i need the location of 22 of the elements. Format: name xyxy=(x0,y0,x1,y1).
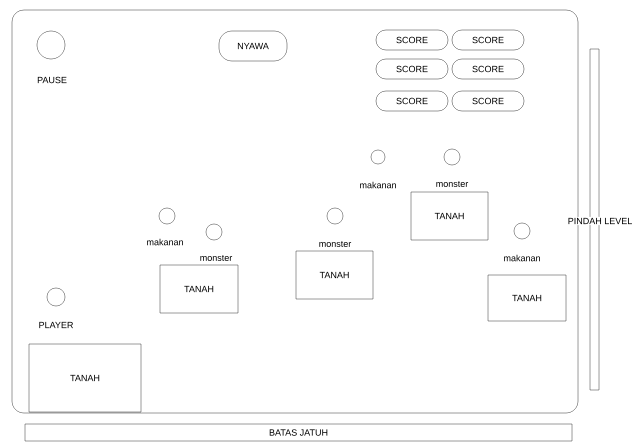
circle-label: makanan xyxy=(147,238,183,246)
rounded-button: NYAWA xyxy=(218,30,288,62)
circle-label: makanan xyxy=(504,254,540,262)
rounded-button: SCORE xyxy=(376,58,448,80)
circle-label: monster xyxy=(319,241,352,247)
ground-block: TANAH xyxy=(488,274,566,322)
circle-label: monster xyxy=(436,181,468,187)
circle-label: makanan xyxy=(360,182,396,188)
ground-block: TANAH xyxy=(160,264,238,314)
ground-block: TANAH xyxy=(410,192,488,240)
rounded-button: SCORE xyxy=(452,30,524,50)
ground-block: BATAS JATUH xyxy=(24,424,572,442)
circle-label: PLAYER xyxy=(39,322,74,328)
ground-block: TANAH xyxy=(28,344,142,412)
circle-label: monster xyxy=(200,255,232,261)
rounded-button: SCORE xyxy=(376,30,448,50)
circle-label: PAUSE xyxy=(38,76,67,84)
rounded-button: SCORE xyxy=(376,90,448,112)
ground-block: TANAH xyxy=(296,250,374,300)
level-label: PINDAH LEVEL xyxy=(566,216,634,226)
rounded-button: SCORE xyxy=(452,58,524,80)
rounded-button: SCORE xyxy=(452,90,524,112)
